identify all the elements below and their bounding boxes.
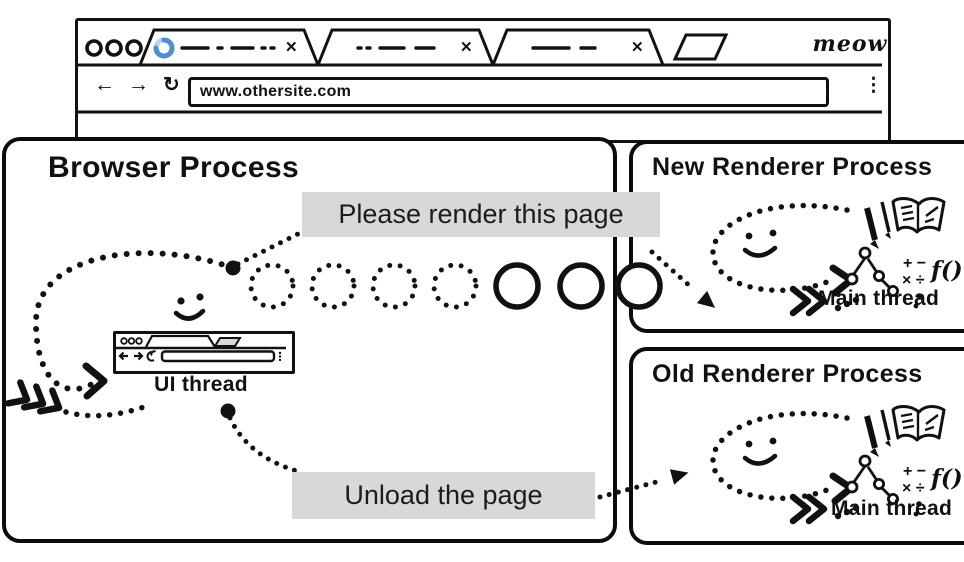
unload-message-connector (227, 415, 303, 475)
unload-to-old-renderer-connector (597, 477, 667, 500)
loading-spinner-icon (153, 37, 175, 59)
url-input[interactable]: www.othersite.com (188, 77, 829, 107)
loaded-page-circle (615, 262, 663, 310)
pending-page-circle (370, 262, 418, 310)
window-controls[interactable] (85, 39, 143, 57)
ui-thread-loop (32, 250, 236, 392)
render-message-connector (235, 228, 307, 267)
ui-thread-label: UI thread (154, 373, 248, 396)
pending-page-circle (248, 262, 296, 310)
ui-loop-arrowhead-icon (82, 362, 108, 400)
new-renderer-main-thread-label: Main thread (818, 287, 940, 310)
new-renderer-process-title: New Renderer Process (652, 153, 933, 181)
back-icon[interactable]: ← (94, 73, 115, 96)
browser-chrome-graphics (78, 28, 882, 114)
pending-page-circle (309, 262, 357, 310)
menu-icon[interactable]: ⋮ (864, 75, 883, 96)
tab-1-close-icon[interactable]: ✕ (285, 39, 298, 56)
old-renderer-process-box: Old Renderer Process (629, 347, 964, 545)
browser-process-title: Browser Process (48, 151, 300, 184)
ui-loop-trail (63, 401, 155, 419)
old-renderer-main-thread-label: Main thread (831, 497, 953, 520)
browser-window: ✕ ✕ ✕ meow ← → ↻ www.othersite.com ⋮ (75, 18, 891, 143)
loaded-page-circle (557, 262, 605, 310)
ui-thread-window-detail (116, 334, 286, 363)
loaded-page-circle (493, 262, 541, 310)
ui-fast-forward-icon (4, 379, 63, 415)
window-control-button[interactable] (125, 39, 143, 57)
window-control-button[interactable] (85, 39, 103, 57)
tab-1[interactable] (138, 28, 320, 66)
new-renderer-process-box: New Renderer Process (629, 140, 964, 333)
connector-dot (220, 403, 236, 419)
tab-2[interactable] (316, 28, 495, 66)
brand-text: meow (812, 31, 888, 57)
tab-3[interactable] (491, 28, 665, 66)
tab-3-close-icon[interactable]: ✕ (631, 39, 644, 56)
pending-page-circle (431, 262, 479, 310)
ui-smiley-face-icon (173, 293, 206, 321)
forward-icon[interactable]: → (128, 73, 149, 96)
arrowhead-icon (696, 290, 716, 308)
tab-2-close-icon[interactable]: ✕ (460, 39, 473, 56)
window-control-button[interactable] (105, 39, 123, 57)
reload-icon[interactable]: ↻ (163, 74, 180, 96)
page-circle-row (248, 262, 663, 310)
arrowhead-icon (669, 469, 689, 485)
to-new-renderer-connector (649, 249, 695, 291)
old-renderer-process-title: Old Renderer Process (652, 360, 923, 388)
ui-thread-window-icon (113, 331, 295, 374)
new-tab-button[interactable] (672, 33, 729, 61)
render-message-bubble: Please render this page (302, 192, 660, 237)
unload-message-bubble: Unload the page (292, 472, 595, 519)
